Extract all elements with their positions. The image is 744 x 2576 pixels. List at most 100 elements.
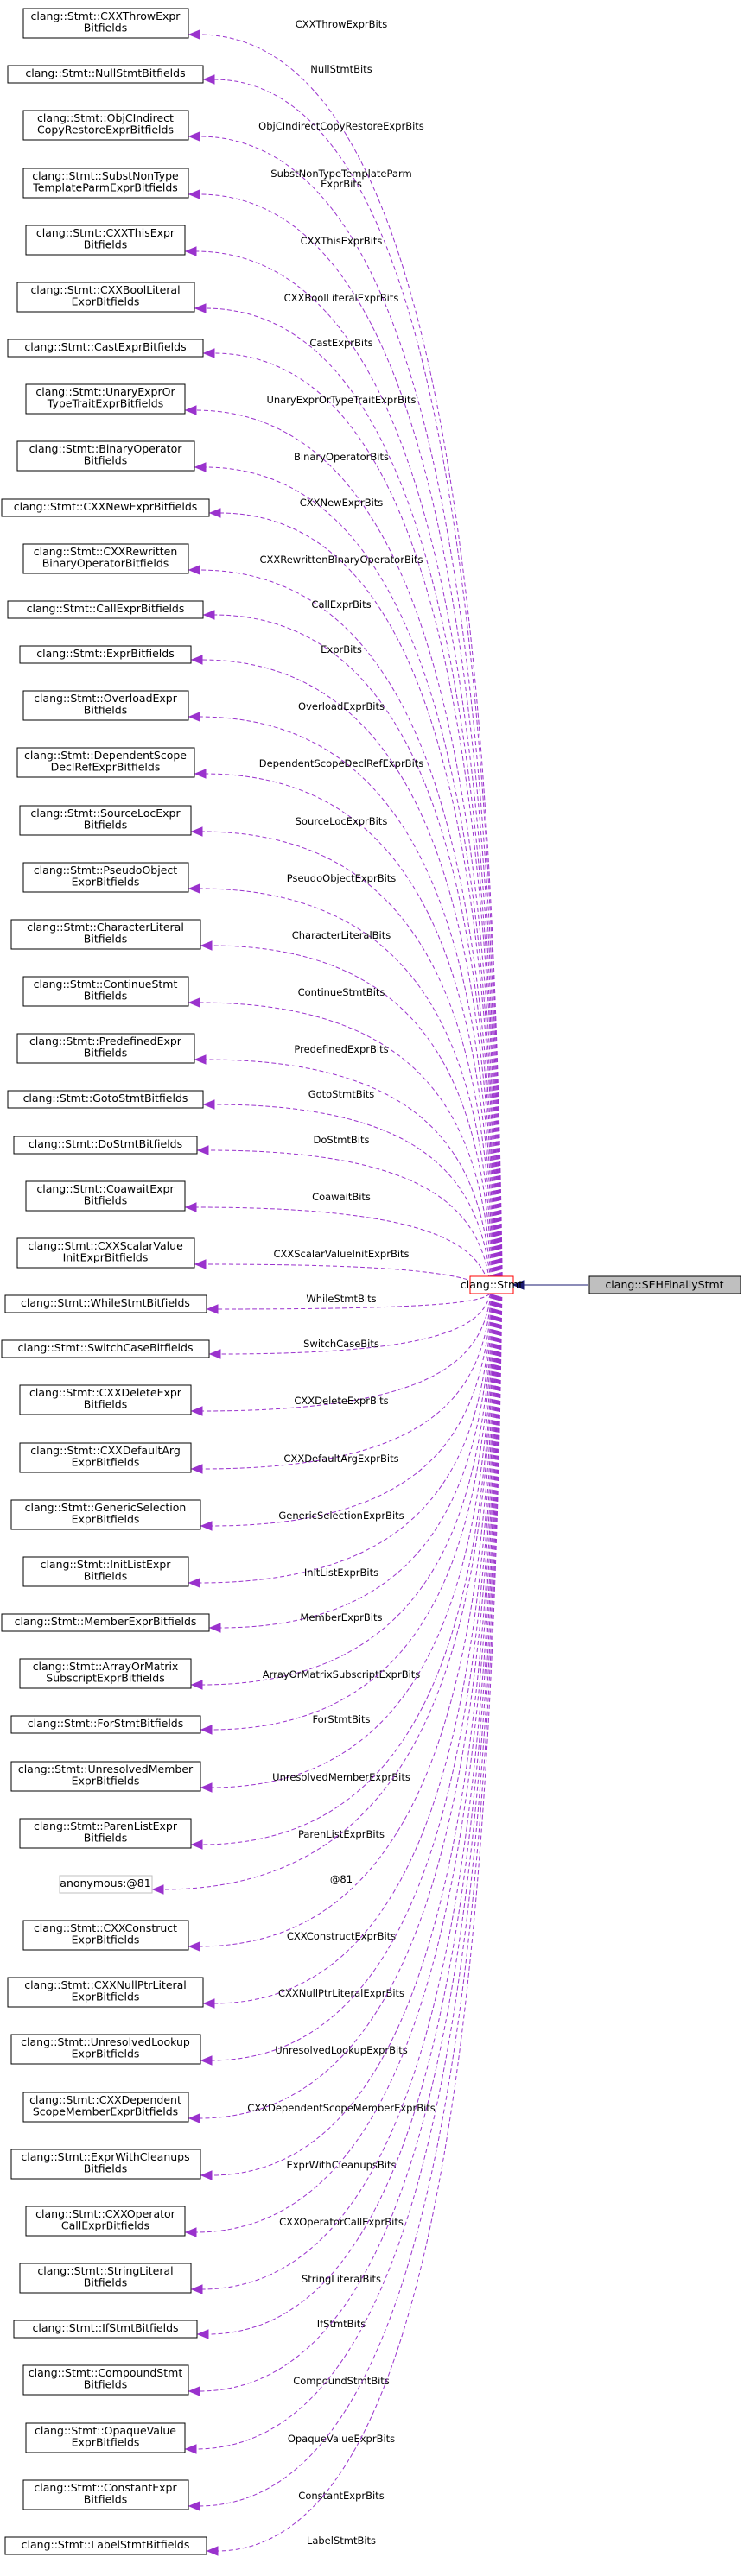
member-node-box[interactable]	[16, 1237, 195, 1269]
member-node-box[interactable]	[7, 65, 204, 84]
member-node-box[interactable]	[25, 383, 186, 415]
member-node-box[interactable]	[1, 1613, 210, 1632]
member-node-unresolvedlookupexprbits[interactable]: clang::Stmt::UnresolvedLookupExprBitfiel…	[10, 2034, 201, 2065]
member-node-objcindirectcopyrestoreexprbits[interactable]: clang::Stmt::ObjCIndirectCopyRestoreExpr…	[22, 110, 189, 141]
member-node-box[interactable]	[22, 1556, 189, 1587]
member-node-unaryexprortypetraitexprbits[interactable]: clang::Stmt::UnaryExprOrTypeTraitExprBit…	[25, 383, 186, 415]
member-node-box[interactable]	[19, 1384, 192, 1415]
member-node-callexprbits[interactable]: clang::Stmt::CallExprBitfields	[7, 600, 204, 619]
member-node-box[interactable]	[22, 2364, 189, 2396]
member-node-box[interactable]	[13, 1136, 198, 1155]
member-node-box[interactable]	[25, 2206, 186, 2237]
member-node-box[interactable]	[22, 2092, 189, 2123]
member-node-box[interactable]	[16, 440, 195, 472]
member-node-box[interactable]	[22, 168, 189, 199]
member-node-arrayormatrixsubscriptexprbits[interactable]: clang::Stmt::ArrayOrMatrixSubscriptExprB…	[19, 1658, 192, 1689]
member-node-ifstmtbits[interactable]: clang::Stmt::IfStmtBitfields	[13, 2320, 198, 2339]
member-node-box[interactable]	[7, 1090, 204, 1109]
member-node-box[interactable]	[7, 600, 204, 619]
member-node-box[interactable]	[10, 1499, 201, 1530]
member-node-box[interactable]	[19, 1442, 192, 1473]
member-node-exprbits[interactable]: clang::Stmt::ExprBitfields	[19, 645, 192, 664]
member-node-box[interactable]	[25, 225, 186, 256]
member-node-box[interactable]	[19, 1658, 192, 1689]
member-node-box[interactable]	[19, 805, 192, 836]
member-node-box[interactable]	[22, 110, 189, 141]
member-node-substnontypetemplateparmexprbits[interactable]: clang::Stmt::SubstNonTypeTemplateParmExp…	[22, 168, 189, 199]
member-node-labelstmtbits[interactable]: clang::Stmt::LabelStmtBitfields	[4, 2536, 207, 2555]
member-node-box[interactable]	[7, 1977, 204, 2008]
member-node-box[interactable]	[16, 282, 195, 313]
member-node-box[interactable]	[4, 2536, 207, 2555]
member-node-cxxnullptrliteralexprbits[interactable]: clang::Stmt::CXXNullPtrLiteralExprBitfie…	[7, 1977, 204, 2008]
member-node-cxxdependentscopememberexprbits[interactable]: clang::Stmt::CXXDependentScopeMemberExpr…	[22, 2092, 189, 2123]
member-node-genericselectionexprbits[interactable]: clang::Stmt::GenericSelectionExprBitfiel…	[10, 1499, 201, 1530]
member-node-81[interactable]: anonymous:@81	[59, 1875, 153, 1894]
member-node-box[interactable]	[1, 498, 210, 517]
member-node-cxxnewexprbits[interactable]: clang::Stmt::CXXNewExprBitfields	[1, 498, 210, 517]
member-node-castexprbits[interactable]: clang::Stmt::CastExprBitfields	[7, 339, 204, 358]
member-node-dependentscopedeclrefexprbits[interactable]: clang::Stmt::DependentScopeDeclRefExprBi…	[16, 747, 195, 778]
member-node-box[interactable]	[1, 1339, 210, 1358]
sehfinallystmt-node[interactable]: clang::SEHFinallyStmt	[588, 1275, 741, 1294]
member-node-box[interactable]	[4, 1294, 207, 1313]
member-node-box[interactable]	[22, 690, 189, 721]
member-node-cxxoperatorcallexprbits[interactable]: clang::Stmt::CXXOperatorCallExprBitfield…	[25, 2206, 186, 2237]
member-node-box[interactable]	[16, 747, 195, 778]
member-node-box[interactable]	[7, 339, 204, 358]
member-node-box[interactable]	[10, 2149, 201, 2180]
member-node-box[interactable]	[10, 919, 201, 950]
member-node-box[interactable]	[19, 645, 192, 664]
member-node-box[interactable]	[19, 2263, 192, 2294]
member-node-box[interactable]	[22, 543, 189, 574]
member-node-dostmtbits[interactable]: clang::Stmt::DoStmtBitfields	[13, 1136, 198, 1155]
member-node-box[interactable]	[22, 1920, 189, 1951]
member-node-nullstmtbits[interactable]: clang::Stmt::NullStmtBitfields	[7, 65, 204, 84]
member-node-memberexprbits[interactable]: clang::Stmt::MemberExprBitfields	[1, 1613, 210, 1632]
member-node-gotostmtbits[interactable]: clang::Stmt::GotoStmtBitfields	[7, 1090, 204, 1109]
member-node-box[interactable]	[25, 2422, 186, 2453]
member-node-box[interactable]	[10, 1761, 201, 1792]
member-node-forstmtbits[interactable]: clang::Stmt::ForStmtBitfields	[10, 1715, 201, 1734]
member-node-box[interactable]	[16, 1033, 195, 1064]
member-node-switchcasebits[interactable]: clang::Stmt::SwitchCaseBitfields	[1, 1339, 210, 1358]
member-node-box[interactable]	[22, 976, 189, 1007]
stmt-node-box[interactable]	[469, 1275, 514, 1294]
member-node-box[interactable]	[10, 1715, 201, 1734]
member-node-cxxscalarvalueinitexprbits[interactable]: clang::Stmt::CXXScalarValueInitExprBitfi…	[16, 1237, 195, 1269]
sehfinallystmt-node-box[interactable]	[588, 1275, 741, 1294]
member-node-unresolvedmemberexprbits[interactable]: clang::Stmt::UnresolvedMemberExprBitfiel…	[10, 1761, 201, 1792]
member-node-box[interactable]	[10, 2034, 201, 2065]
member-node-binaryoperatorbits[interactable]: clang::Stmt::BinaryOperatorBitfields	[16, 440, 195, 472]
member-node-box[interactable]	[22, 2479, 189, 2510]
member-node-box[interactable]	[25, 1180, 186, 1212]
stmt-node[interactable]: clang::Stmt	[461, 1275, 523, 1294]
member-node-box[interactable]	[59, 1875, 153, 1894]
member-node-box[interactable]	[19, 1818, 192, 1849]
member-node-box[interactable]	[22, 862, 189, 893]
member-node-cxxrewrittenbinaryoperatorbits[interactable]: clang::Stmt::CXXRewrittenBinaryOperatorB…	[22, 543, 189, 574]
member-node-box[interactable]	[13, 2320, 198, 2339]
member-node-box[interactable]	[22, 8, 189, 39]
member-node-whilestmtbits[interactable]: clang::Stmt::WhileStmtBitfields	[4, 1294, 207, 1313]
